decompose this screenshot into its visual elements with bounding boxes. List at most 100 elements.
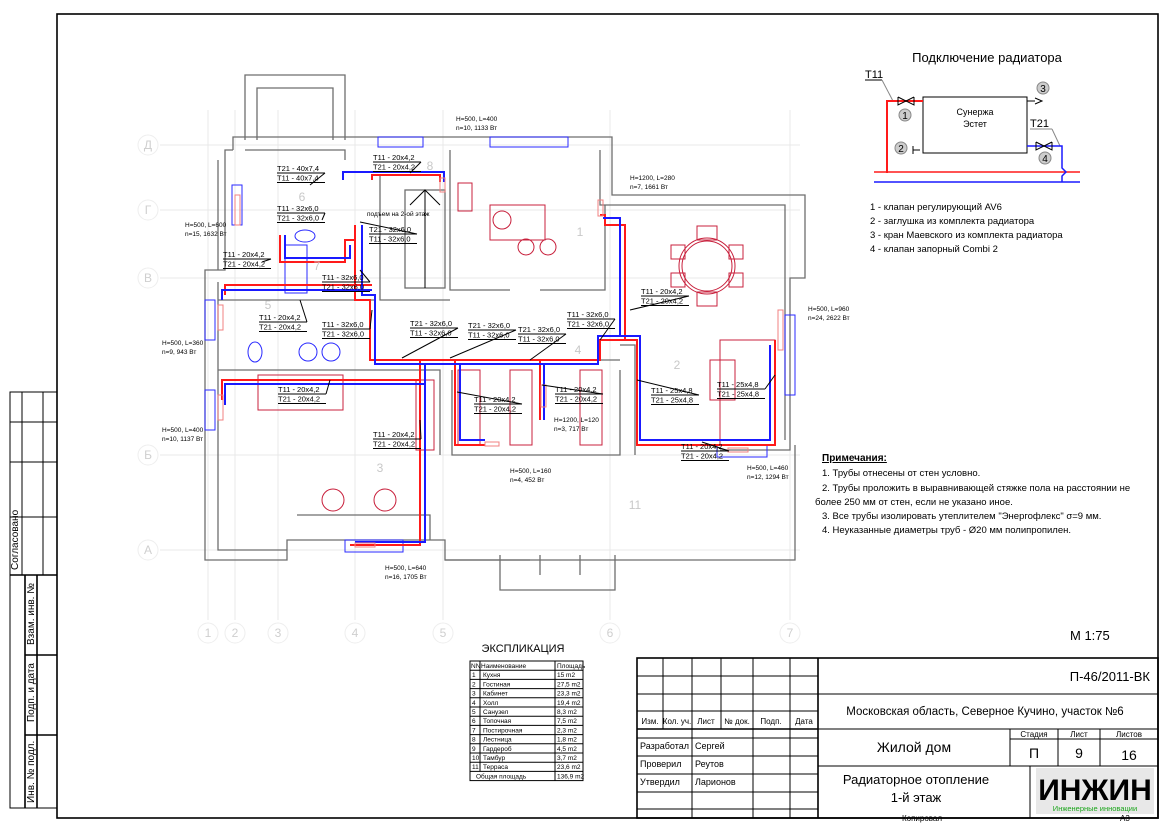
note-item: 4. Неуказанные диаметры труб - Ø20 мм по… [822,525,1071,536]
drawing-code: П-46/2011-ВК [1070,669,1151,684]
role-person: Сергей [695,741,725,751]
room-number-cell: 5 [472,709,476,716]
pipe-spec: T21 - 32x6,0 [322,330,364,339]
pipe-spec: T21 - 25x4,8 [651,396,693,405]
sheet-title-line2: 1-й этаж [891,790,942,805]
pipe-spec: T11 - 32x6,0 [277,204,319,213]
room-area-cell: 8,3 m2 [557,709,577,716]
title-block: П-46/2011-ВК Московская область, Северно… [636,657,1159,819]
legend-item: 2 - заглушка из комплекта радиатора [870,216,1035,227]
radiator-model: Эстет [963,119,987,129]
revision-header: Кол. уч. [663,717,691,726]
sheets-header: Листов [1116,730,1142,739]
radiator-name: Сунержа [956,107,993,117]
room-number-cell: 11 [472,764,479,771]
axis-letter: Б [144,448,152,462]
explication-header: Площадь [557,663,586,670]
pipe-spec: T11 - 32x6,0 [369,235,411,244]
radiator-size: H=500, L=360 [162,340,204,347]
stage-header: Стадия [1020,730,1047,739]
company-logo: ИНЖИН Инженерные инновации [1036,768,1154,814]
legend-item: 3 - кран Маевского из комплекта радиатор… [870,230,1063,241]
pipe-spec: T21 - 20x4,2 [373,440,415,449]
approval-stamp: Согласовано Взам. инв. № Подп. и дата Ин… [9,391,58,809]
role-person: Реутов [695,759,724,769]
sheet-number: 9 [1075,745,1083,761]
pipe-spec: T21 - 20x4,2 [555,395,597,404]
radiator-size: H=500, L=960 [808,306,850,313]
revision-header: Лист [697,717,715,726]
pipe-spec: T11 - 20x4,2 [278,385,320,394]
axis-number: 3 [275,626,282,640]
svg-text:4: 4 [1042,154,1048,165]
building-walls [204,74,806,591]
pipe-spec: T11 - 25x4,8 [717,380,759,389]
room-number: 7 [314,259,321,273]
room-number-cell: 1 [472,672,476,679]
pipe-spec: T21 - 32x6,0 [468,321,510,330]
pipe-spec: T21 - 20x4,2 [278,395,320,404]
room-area-cell: 7,5 m2 [557,718,577,725]
pipe-spec: T11 - 32x6,0 [468,331,510,340]
room-name-cell: Топочная [483,718,512,725]
notes-title: Примечания: [822,453,887,464]
pipe-spec: T21 - 40x7,4 [277,164,319,173]
axis-letter: А [144,543,152,557]
radiator-size: H=500, L=160 [510,468,552,475]
stair-note: подъем на 2-ой этаж [367,210,430,218]
room-name-cell: Холл [483,700,499,707]
svg-text:2: 2 [898,144,904,155]
project-address: Московская область, Северное Кучино, уча… [846,706,1123,718]
room-number-cell: 2 [472,681,476,688]
radiator-power: n=10, 1137 Вт [162,436,203,443]
room-number-cell: 3 [472,691,476,698]
pipe-spec: T11 - 20x4,2 [373,430,415,439]
revision-header: Изм. [641,717,658,726]
pipe-spec: T21 - 20x4,2 [474,405,516,414]
room-name-cell: Санузел [483,709,509,716]
pipe-spec: T21 - 20x4,2 [641,297,683,306]
axis-number: 2 [232,626,239,640]
room-name-cell: Гардероб [483,745,512,753]
explication-header: Наименование [481,663,526,670]
axis-number: 4 [352,626,359,640]
room-name-cell: Лестница [483,737,512,744]
connection-title: Подключение радиатора [912,50,1063,65]
room-name-cell: Тамбур [483,754,505,762]
explication-header: NN [471,663,481,670]
t11-label: T11 [865,69,883,81]
role-label: Проверил [640,759,681,769]
svg-text:3: 3 [1040,84,1046,95]
format-label: А3 [1120,814,1130,823]
note-item: более 250 мм от стен, если не указано ин… [815,497,1013,508]
radiator-size: H=500, L=400 [162,427,204,434]
revision-header: Подп. [760,717,781,726]
pipe-spec: T21 - 20x4,2 [223,260,265,269]
radiator-power: n=4, 452 Вт [510,477,544,484]
legend-item: 4 - клапан запорный Combi 2 [870,244,998,255]
room-number: 2 [674,358,681,372]
radiator-size: H=500, L=640 [385,565,427,572]
room-name-cell: Кабинет [483,690,508,698]
radiator-size: H=500, L=400 [456,116,498,123]
room-number: 4 [575,343,582,357]
axis-number: 7 [787,626,794,640]
pipe-spec: T21 - 32x6,0 [277,214,319,223]
radiator-power: n=10, 1133 Вт [456,125,497,132]
pipe-spec: T21 - 25x4,8 [717,390,759,399]
room-number-cell: 7 [472,727,476,734]
